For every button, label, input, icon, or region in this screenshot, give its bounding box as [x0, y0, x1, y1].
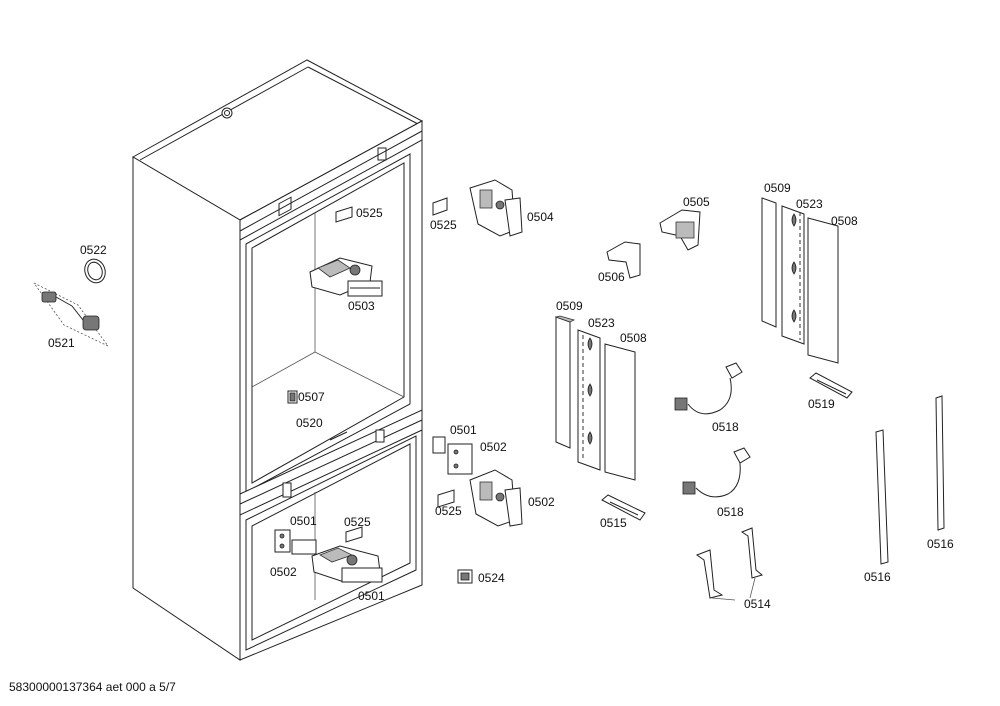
- label-0502-inner: 0502: [270, 565, 297, 579]
- label-0523-right: 0523: [796, 197, 823, 211]
- label-0523-left: 0523: [588, 316, 615, 330]
- label-0501-inner: 0501: [290, 514, 317, 528]
- label-0509-left: 0509: [556, 299, 583, 313]
- bracket-0514: [695, 527, 764, 601]
- label-0525-outer-bottom: 0525: [435, 504, 462, 518]
- hinge-0503: [309, 257, 383, 297]
- trim-0509-left: [554, 315, 576, 449]
- label-0501-bottom: 0501: [358, 589, 385, 603]
- strip-0516-b: [935, 395, 945, 531]
- cap-0524: [457, 569, 473, 584]
- label-0503: 0503: [348, 299, 375, 313]
- label-0525-inner-bottom: 0525: [344, 515, 371, 529]
- label-0518-a: 0518: [712, 420, 739, 434]
- plate-0523-left: [577, 329, 601, 471]
- bracket-0502-mid: [432, 436, 473, 475]
- hinge-0504: [432, 179, 523, 237]
- label-0509-right: 0509: [764, 181, 791, 195]
- label-0518-b: 0518: [717, 505, 744, 519]
- panel-0508-right: [807, 217, 839, 364]
- label-0516-b: 0516: [927, 537, 954, 551]
- plate-0525-inner: [335, 206, 363, 543]
- bracket-0502-inner: [274, 529, 317, 555]
- label-0507: 0507: [298, 390, 325, 404]
- clip-set-0518-upper: [674, 362, 743, 415]
- panel-0508-left: [604, 343, 636, 481]
- trim-0509-right: [761, 197, 777, 328]
- label-0506: 0506: [598, 270, 625, 284]
- refrigerator-cabinet: [131, 59, 424, 661]
- clip-0507: [287, 390, 298, 404]
- label-0524: 0524: [478, 571, 505, 585]
- label-0515: 0515: [600, 516, 627, 530]
- label-0514: 0514: [744, 597, 771, 611]
- label-0504: 0504: [527, 210, 554, 224]
- bracket-0506: [606, 241, 641, 279]
- label-0522: 0522: [80, 243, 107, 257]
- label-0508-left: 0508: [620, 331, 647, 345]
- label-0521: 0521: [48, 336, 75, 350]
- rail-0515: [601, 494, 646, 521]
- ring-0522: [84, 258, 106, 284]
- label-0502-mid: 0502: [480, 440, 507, 454]
- label-0502-right: 0502: [528, 495, 555, 509]
- label-0501-mid: 0501: [450, 423, 477, 437]
- switch-assembly-0521: [33, 282, 109, 347]
- label-0519: 0519: [808, 397, 835, 411]
- clip-set-0518-lower: [682, 447, 751, 498]
- label-0505: 0505: [683, 195, 710, 209]
- strip-0516-a: [875, 429, 889, 565]
- plate-0523-right: [781, 205, 805, 345]
- label-0508-right: 0508: [831, 214, 858, 228]
- label-0525-inner-top: 0525: [356, 206, 383, 220]
- label-0525-outer-top: 0525: [430, 218, 457, 232]
- hinge-0501-bottom: [311, 545, 383, 583]
- hinge-0502-right: [437, 469, 523, 527]
- part-labels: 0522 0521 0525 0525 0504 0503 0507 0520 …: [48, 181, 954, 611]
- label-0520: 0520: [296, 416, 323, 430]
- bracket-0505: [659, 209, 701, 251]
- drawing-footer: 58300000137364 aet 000 a 5/7: [9, 680, 176, 694]
- label-0516-a: 0516: [864, 570, 891, 584]
- rail-0519: [809, 372, 853, 399]
